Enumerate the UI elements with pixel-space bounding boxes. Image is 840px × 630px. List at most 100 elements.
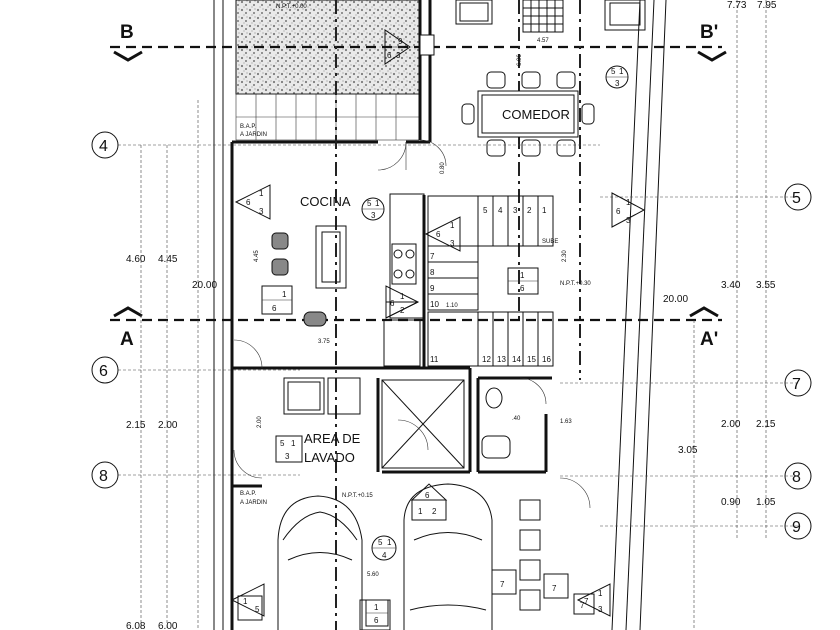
- np-level-top: N.P.T.+0.00: [276, 4, 307, 10]
- section-tag-13: 1 5: [230, 583, 265, 617]
- svg-text:1: 1: [619, 67, 624, 76]
- svg-text:6: 6: [425, 491, 430, 500]
- svg-text:3: 3: [371, 211, 376, 220]
- svg-text:1: 1: [387, 538, 392, 547]
- svg-text:7: 7: [500, 580, 505, 589]
- svg-text:3: 3: [450, 239, 455, 248]
- svg-text:2.15: 2.15: [756, 419, 776, 430]
- grid-axis-5: 5: [784, 183, 812, 211]
- svg-text:3.05: 3.05: [678, 445, 698, 456]
- section-tag-7: 6 1 3: [611, 192, 646, 228]
- grid-lines: [118, 0, 800, 630]
- svg-text:7: 7: [580, 601, 585, 610]
- grid-axis-7: 7: [784, 369, 812, 397]
- svg-text:20.00: 20.00: [663, 294, 688, 305]
- section-tag-6: 1 6: [507, 267, 539, 295]
- stair-run: [427, 195, 554, 367]
- svg-text:1: 1: [291, 439, 296, 448]
- svg-text:1: 1: [374, 603, 379, 612]
- svg-text:11: 11: [430, 355, 439, 364]
- svg-text:2: 2: [400, 306, 405, 315]
- svg-text:3: 3: [615, 79, 620, 88]
- svg-text:1: 1: [375, 199, 380, 208]
- svg-text:4.45: 4.45: [158, 254, 178, 265]
- svg-text:4.57: 4.57: [537, 38, 549, 44]
- section-marker-b-right: B': [700, 22, 718, 43]
- exterior-walls: [213, 0, 667, 630]
- svg-text:3: 3: [598, 605, 603, 614]
- svg-text:6.06: 6.06: [517, 54, 523, 66]
- svg-text:6: 6: [616, 207, 621, 216]
- svg-text:6.08: 6.08: [126, 621, 146, 630]
- dimension-labels: 7.73 7.95 4.60 4.45 20.00 20.00 3.40 3.5…: [126, 0, 777, 630]
- room-label-lavado-1: AREA DE: [304, 431, 361, 446]
- svg-text:20.00: 20.00: [192, 280, 217, 291]
- svg-text:0.80: 0.80: [440, 162, 446, 174]
- svg-text:15: 15: [527, 355, 536, 364]
- svg-text:7: 7: [792, 376, 801, 393]
- section-tag-8: 1 6: [261, 285, 293, 315]
- svg-text:4.45: 4.45: [254, 250, 260, 262]
- svg-text:5: 5: [378, 538, 383, 547]
- section-tag-11: 5 1 4: [371, 535, 397, 561]
- section-tag-1: 9 6 3: [384, 29, 411, 65]
- svg-text:5: 5: [367, 199, 372, 208]
- svg-text:8: 8: [792, 469, 801, 486]
- svg-text:6: 6: [390, 299, 395, 308]
- svg-text:10: 10: [430, 300, 439, 309]
- svg-text:3.75: 3.75: [318, 339, 330, 345]
- svg-text:5: 5: [483, 206, 488, 215]
- svg-text:SUBE: SUBE: [542, 239, 558, 245]
- section-tag-5: 6 1 3: [424, 216, 461, 252]
- svg-text:1: 1: [418, 507, 423, 516]
- svg-text:8: 8: [99, 468, 108, 485]
- svg-text:1: 1: [542, 206, 547, 215]
- svg-text:3.55: 3.55: [756, 280, 776, 291]
- section-arrow-a-left: [113, 306, 143, 318]
- room-label-comedor: COMEDOR: [502, 107, 570, 122]
- section-tag-10: 6 1 2: [385, 285, 420, 319]
- svg-text:3: 3: [513, 206, 518, 215]
- bap-label-bottom: B.A.P.: [240, 491, 257, 497]
- grid-axis-8-left: 8: [91, 461, 119, 489]
- svg-text:6: 6: [387, 51, 392, 60]
- svg-text:9: 9: [792, 519, 801, 536]
- svg-text:6: 6: [99, 363, 108, 380]
- svg-text:3: 3: [285, 452, 290, 461]
- svg-text:12: 12: [482, 355, 491, 364]
- svg-text:4: 4: [498, 206, 503, 215]
- svg-text:6.00: 6.00: [158, 621, 178, 630]
- section-marker-a-left: A: [120, 329, 134, 350]
- svg-text:1: 1: [259, 189, 264, 198]
- svg-text:2.00: 2.00: [257, 416, 263, 428]
- top-fixtures: [419, 0, 646, 56]
- svg-text:7: 7: [430, 252, 435, 261]
- svg-text:1: 1: [450, 221, 455, 230]
- section-tag-9: 5 1 3: [275, 435, 303, 463]
- section-tag-15: 7 1 3: [576, 583, 611, 617]
- section-arrow-a-right: [689, 306, 719, 318]
- svg-text:6: 6: [374, 616, 379, 625]
- svg-text:1: 1: [243, 597, 248, 606]
- svg-text:5: 5: [255, 605, 260, 614]
- section-tag-12: 6 1 2: [410, 483, 448, 521]
- grid-axis-4: 4: [91, 131, 119, 159]
- np-level-mid: N.P.T.+0.30: [560, 281, 591, 287]
- bap-label-top: B.A.P.: [240, 124, 257, 130]
- room-label-cocina: COCINA: [300, 194, 351, 209]
- svg-text:9: 9: [430, 284, 435, 293]
- svg-text:16: 16: [542, 355, 551, 364]
- grid-axis-9: 9: [784, 512, 812, 540]
- svg-text:1.63: 1.63: [560, 419, 572, 425]
- section-marker-a-right: A': [700, 329, 718, 350]
- section-tag-14: 1 6: [365, 599, 389, 627]
- svg-text:6: 6: [272, 304, 277, 313]
- section-marker-b-left: B: [120, 22, 134, 43]
- np-level-garage: N.P.T.+0.15: [342, 493, 373, 499]
- svg-text:4: 4: [382, 551, 387, 560]
- svg-text:4.60: 4.60: [126, 254, 146, 265]
- svg-text:3: 3: [396, 51, 401, 60]
- svg-text:8: 8: [430, 268, 435, 277]
- vertical-centerlines: [335, 0, 581, 630]
- jardin-label-top: A JARDIN: [240, 132, 267, 138]
